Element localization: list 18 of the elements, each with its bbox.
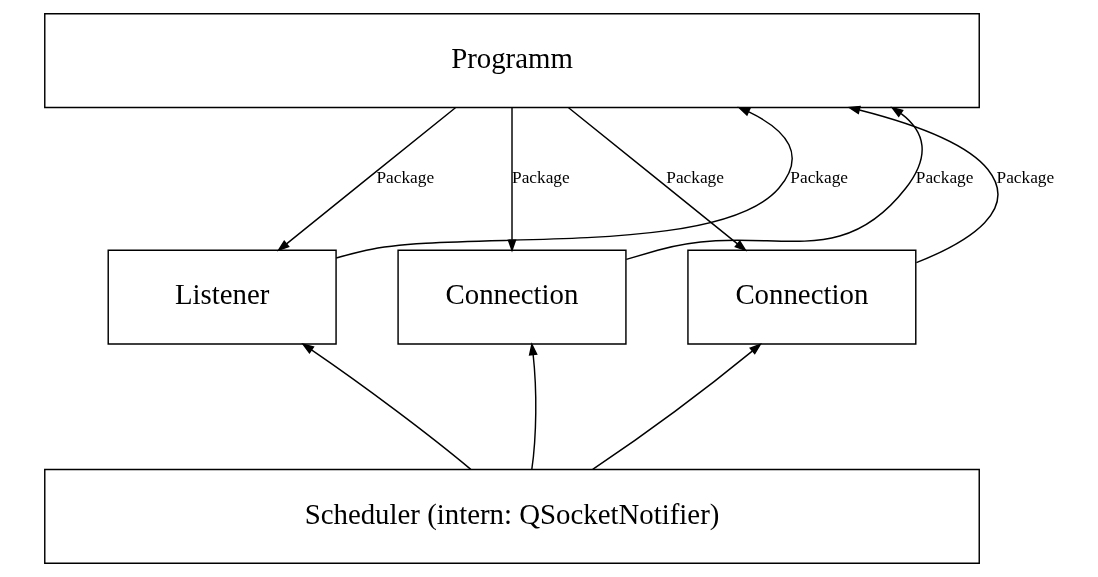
arrow [300,343,471,471]
arrow [625,106,923,261]
node-box: Scheduler (intern: QSocketNotifier) [43,468,980,564]
arrow [335,106,793,259]
arrow [567,106,747,252]
arrow [528,342,538,471]
node-box: Programm [43,13,980,109]
arrow [591,343,762,471]
edge-label: Package [665,168,724,188]
node-box: Connection [396,249,627,345]
edge-label: Package [996,168,1054,188]
node-box: Listener [107,249,337,345]
node-box: Connection [686,249,916,345]
arrow [276,106,456,252]
edge-label: Package [375,168,434,188]
edge-label: Package [915,168,973,188]
arrow [846,105,998,264]
edge-label: Package [789,168,848,188]
